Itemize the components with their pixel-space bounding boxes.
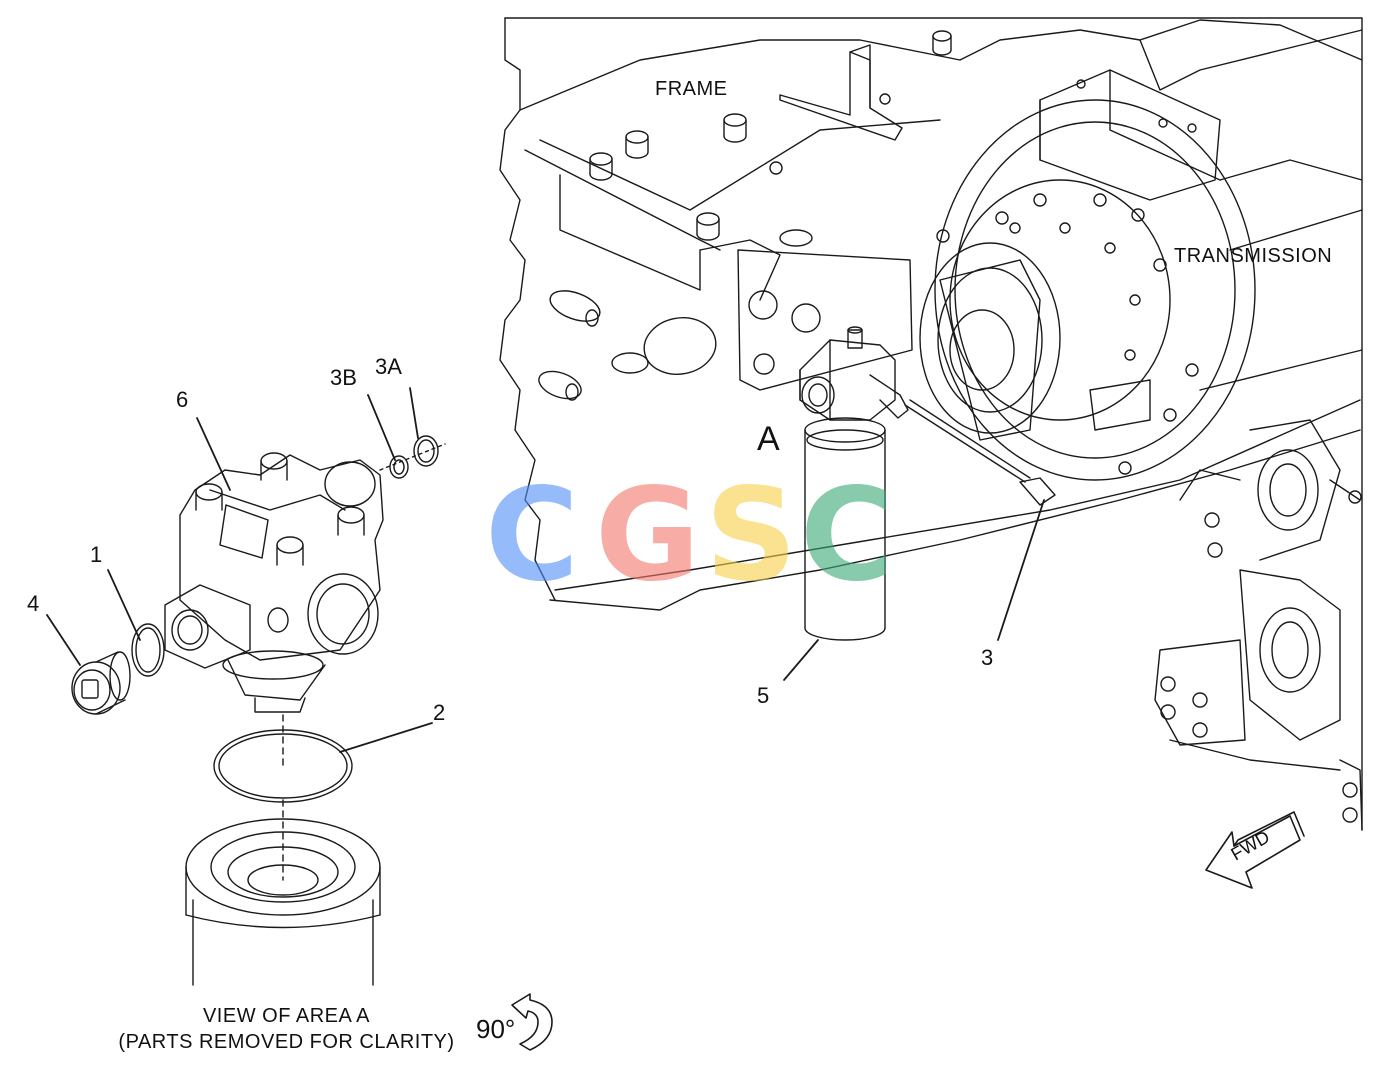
view-area-letter: A [757, 420, 780, 458]
frame-outline [499, 17, 1363, 831]
caption-line-2: (PARTS REMOVED FOR CLARITY) [118, 1031, 455, 1053]
fwd-arrow-shape [1205, 811, 1305, 889]
caption-line-1: VIEW OF AREA A [202, 1005, 371, 1027]
watermark-letter-c2: C [800, 461, 894, 610]
callout-6: 6 [176, 387, 189, 412]
sensor-wire [904, 399, 1056, 506]
filter-element-detail [185, 714, 381, 986]
rotation-label: 90° [476, 1014, 516, 1044]
filter-assembly [799, 326, 909, 641]
transmission-label: TRANSMISSION [1174, 245, 1333, 267]
callout-3: 3 [981, 645, 994, 670]
transmission-housing [919, 19, 1363, 481]
frame-label: FRAME [655, 78, 728, 100]
o-ring-1 [131, 623, 165, 677]
plug-4 [71, 651, 131, 715]
watermark-letter-g: G [595, 461, 701, 610]
callout-5: 5 [757, 683, 770, 708]
callout-3a: 3A [375, 354, 402, 379]
seals-3a-3b [379, 435, 446, 479]
filter-base-detail [164, 452, 384, 713]
bracket [737, 44, 913, 391]
callout-4: 4 [27, 591, 40, 616]
frame-bosses [538, 30, 952, 401]
callout-1: 1 [90, 542, 103, 567]
rotation-arrow-icon [511, 993, 553, 1051]
callout-2: 2 [433, 700, 446, 725]
watermark-letter-s: S [705, 461, 798, 610]
callout-3b: 3B [330, 365, 357, 390]
watermark-letter-c1: C [485, 461, 579, 610]
leader-lines [46, 387, 1045, 753]
caption-block: VIEW OF AREA A (PARTS REMOVED FOR CLARIT… [104, 1003, 469, 1055]
transmission-lower [1154, 419, 1363, 831]
